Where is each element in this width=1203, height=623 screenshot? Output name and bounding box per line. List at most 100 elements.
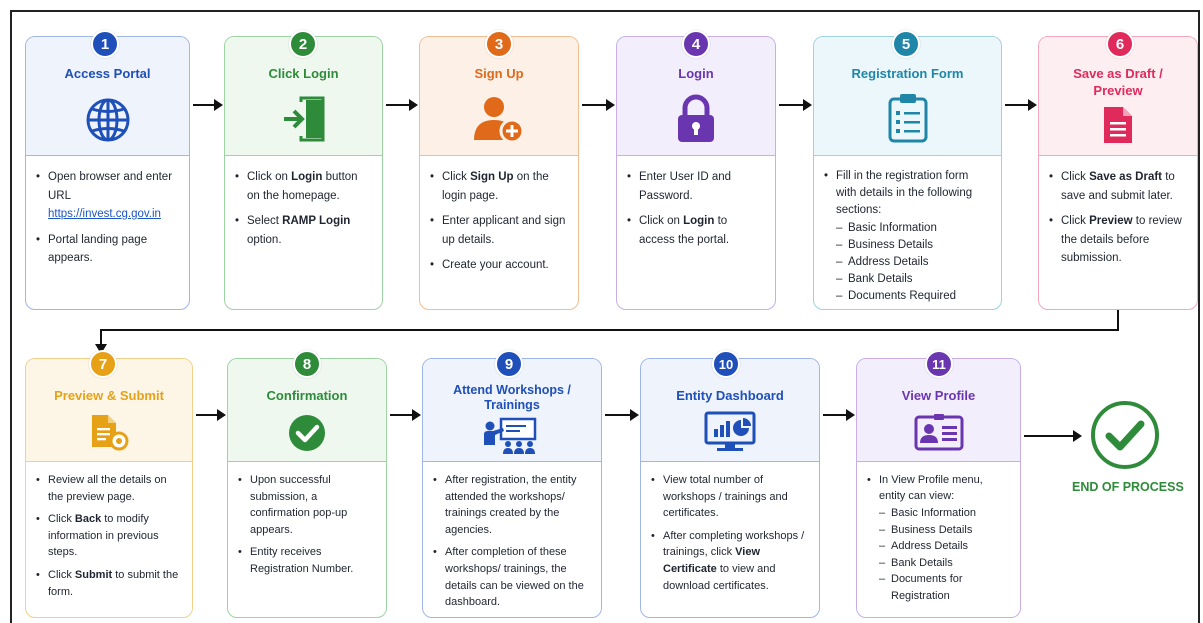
step-11-section: Documents for Registration bbox=[879, 571, 1010, 604]
step-10-item-2: After completing workshops / trainings, … bbox=[651, 528, 809, 594]
arrow-7-8 bbox=[196, 409, 226, 421]
step-11-section: Address Details bbox=[879, 538, 1010, 555]
step-6-title: Save as Draft / Preview bbox=[1073, 66, 1163, 98]
step-8-badge: 8 bbox=[293, 350, 321, 378]
step-9-card: Attend Workshops / Trainings After regis… bbox=[422, 358, 602, 618]
step-4-card: Login Enter User ID and Password. Click … bbox=[616, 36, 776, 310]
step-9-description: After registration, the entity attended … bbox=[423, 461, 601, 617]
step-5-section: Bank Details bbox=[836, 271, 991, 288]
step-7-title: Preview & Submit bbox=[54, 388, 164, 403]
step-4-description: Enter User ID and Password. Click on Log… bbox=[617, 155, 775, 309]
profile-card-icon bbox=[914, 413, 964, 451]
step-5-section: Basic Information bbox=[836, 220, 991, 237]
arrow-10-11 bbox=[823, 409, 855, 421]
step-4-item-1: Enter User ID and Password. bbox=[627, 168, 765, 205]
dashboard-monitor-icon bbox=[703, 411, 757, 453]
step-6-badge: 6 bbox=[1106, 30, 1134, 58]
step-11-title: View Profile bbox=[901, 388, 976, 403]
step-10-card: Entity Dashboard View total number of wo… bbox=[640, 358, 820, 618]
arrow-2-3 bbox=[386, 99, 418, 111]
clipboard-list-icon bbox=[886, 92, 930, 144]
step-5-item-1: Fill in the registration form with detai… bbox=[824, 168, 991, 305]
step-1-card: Access Portal Open browser and enter URL… bbox=[25, 36, 190, 310]
step-10-item-1: View total number of workshops / trainin… bbox=[651, 472, 809, 522]
step-2-item-2: Select RAMP Login option. bbox=[235, 212, 372, 249]
step-5-title: Registration Form bbox=[851, 66, 964, 81]
step-2-card: Click Login Click on Login button on the… bbox=[224, 36, 383, 310]
step-7-badge: 7 bbox=[89, 350, 117, 378]
padlock-icon bbox=[674, 94, 718, 144]
step-1-item-1: Open browser and enter URLhttps://invest… bbox=[36, 168, 179, 224]
step-7-description: Review all the details on the preview pa… bbox=[26, 461, 192, 617]
step-5-sections-list: Basic Information Business Details Addre… bbox=[836, 220, 991, 305]
step-2-title: Click Login bbox=[268, 66, 339, 81]
arrow-8-9 bbox=[390, 409, 421, 421]
step-11-section: Basic Information bbox=[879, 505, 1010, 522]
step-11-profile-sections: Basic Information Business Details Addre… bbox=[879, 505, 1010, 605]
step-7-item-2: Click Back to modify information in prev… bbox=[36, 511, 182, 561]
arrow-11-end bbox=[1024, 430, 1082, 442]
step-5-card: Registration Form Fill in the registrati… bbox=[813, 36, 1002, 310]
portal-url-link[interactable]: https://invest.cg.gov.in bbox=[48, 208, 161, 220]
document-icon bbox=[1101, 105, 1135, 145]
step-2-description: Click on Login button on the homepage. S… bbox=[225, 155, 382, 309]
step-6-card: Save as Draft / Preview Click Save as Dr… bbox=[1038, 36, 1198, 310]
step-8-item-1: Upon successful submission, a confirmati… bbox=[238, 472, 376, 538]
step-4-badge: 4 bbox=[682, 30, 710, 58]
step-5-description: Fill in the registration form with detai… bbox=[814, 155, 1001, 309]
arrow-5-6 bbox=[1005, 99, 1037, 111]
step-7-card: Preview & Submit Review all the details … bbox=[25, 358, 193, 618]
check-circle-icon bbox=[287, 413, 327, 453]
step-4-title: Login bbox=[678, 66, 714, 81]
step-10-title: Entity Dashboard bbox=[676, 388, 784, 403]
step-9-item-1: After registration, the entity attended … bbox=[433, 472, 591, 538]
arrow-3-4 bbox=[582, 99, 615, 111]
diagram-frame bbox=[10, 10, 1200, 623]
step-11-badge: 11 bbox=[925, 350, 953, 378]
login-door-icon bbox=[279, 94, 329, 144]
step-3-description: Click Sign Up on the login page. Enter a… bbox=[420, 155, 578, 309]
step-4-item-2: Click on Login to access the portal. bbox=[627, 212, 765, 249]
step-9-item-2: After completion of these workshops/ tra… bbox=[433, 544, 591, 610]
step-10-description: View total number of workshops / trainin… bbox=[641, 461, 819, 617]
step-6-item-2: Click Preview to review the details befo… bbox=[1049, 212, 1187, 268]
step-1-item-2: Portal landing page appears. bbox=[36, 231, 179, 268]
step-10-badge: 10 bbox=[712, 350, 740, 378]
step-6-description: Click Save as Draft to save and submit l… bbox=[1039, 155, 1197, 309]
step-9-badge: 9 bbox=[495, 350, 523, 378]
check-circle-outline-icon bbox=[1089, 399, 1161, 476]
add-user-icon bbox=[472, 94, 526, 144]
step-1-badge: 1 bbox=[91, 30, 119, 58]
training-icon bbox=[481, 417, 543, 455]
step-8-title: Confirmation bbox=[266, 388, 348, 403]
step-5-section: Address Details bbox=[836, 254, 991, 271]
step-11-description: In View Profile menu, entity can view: B… bbox=[857, 461, 1020, 617]
step-3-title: Sign Up bbox=[474, 66, 524, 81]
document-preview-icon bbox=[88, 413, 130, 451]
step-7-item-3: Click Submit to submit the form. bbox=[36, 567, 182, 600]
step-5-badge: 5 bbox=[892, 30, 920, 58]
step-11-card: View Profile In View Profile menu, entit… bbox=[856, 358, 1021, 618]
arrow-9-10 bbox=[605, 409, 639, 421]
globe-icon bbox=[84, 96, 132, 144]
step-2-badge: 2 bbox=[289, 30, 317, 58]
step-11-item-1: In View Profile menu, entity can view: B… bbox=[867, 472, 1010, 605]
step-3-item-3: Create your account. bbox=[430, 256, 568, 275]
step-1-title: Access Portal bbox=[64, 66, 151, 81]
step-5-section: Documents Required bbox=[836, 288, 991, 305]
end-of-process-label: END OF PROCESS bbox=[1072, 480, 1184, 494]
step-8-description: Upon successful submission, a confirmati… bbox=[228, 461, 386, 617]
step-1-description: Open browser and enter URLhttps://invest… bbox=[26, 155, 189, 309]
step-11-section: Business Details bbox=[879, 522, 1010, 539]
arrow-1-2 bbox=[193, 99, 223, 111]
step-8-card: Confirmation Upon successful submission,… bbox=[227, 358, 387, 618]
step-11-section: Bank Details bbox=[879, 555, 1010, 572]
step-3-item-1: Click Sign Up on the login page. bbox=[430, 168, 568, 205]
step-8-item-2: Entity receives Registration Number. bbox=[238, 544, 376, 577]
step-5-section: Business Details bbox=[836, 237, 991, 254]
step-9-title: Attend Workshops / Trainings bbox=[453, 383, 571, 412]
step-3-badge: 3 bbox=[485, 30, 513, 58]
step-6-item-1: Click Save as Draft to save and submit l… bbox=[1049, 168, 1187, 205]
step-3-card: Sign Up Click Sign Up on the login page.… bbox=[419, 36, 579, 310]
